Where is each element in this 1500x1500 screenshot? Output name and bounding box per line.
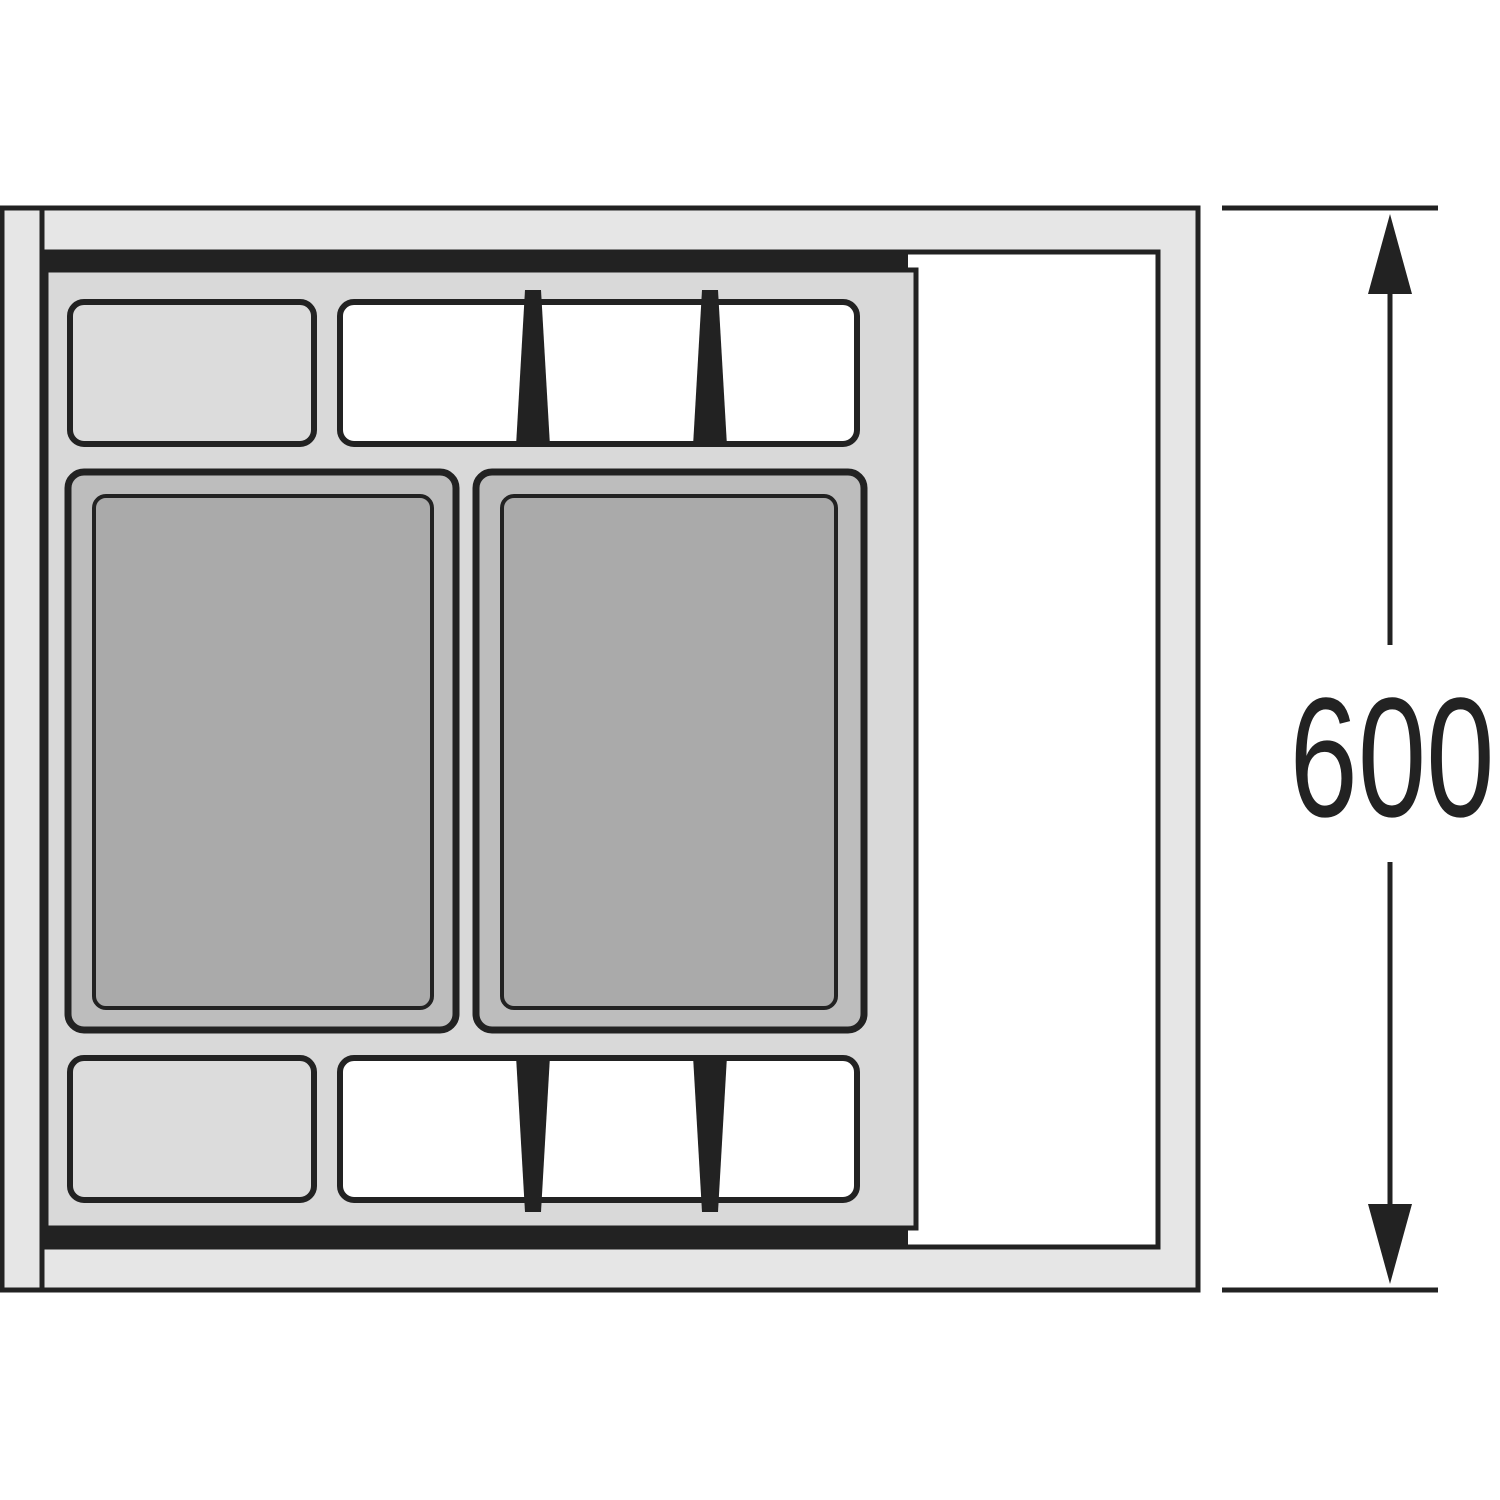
top-compartments	[67, 290, 860, 447]
top-cutlery-compartment	[337, 299, 860, 447]
bottom-divider-2	[693, 1056, 727, 1212]
dimension-arrow-up-icon	[1368, 214, 1412, 294]
height-dimension-label: 600	[1290, 663, 1495, 853]
bottom-divider-1	[516, 1056, 550, 1212]
right-bin-inner	[500, 494, 838, 1010]
bottom-left-compartment	[67, 1055, 317, 1203]
cabinet-left-panel	[0, 205, 45, 1293]
top-left-compartment	[67, 299, 317, 447]
left-bin	[64, 468, 460, 1034]
dimension-arrow-down-icon	[1368, 1204, 1412, 1284]
height-dimension: 600	[1222, 205, 1495, 1293]
bottom-runner	[42, 1228, 908, 1248]
top-divider-2	[693, 290, 727, 446]
top-divider-1	[516, 290, 550, 446]
left-bin-inner	[92, 494, 434, 1010]
bottom-cutlery-compartment	[337, 1055, 860, 1203]
bottom-compartments	[67, 1055, 860, 1212]
right-bin	[472, 468, 868, 1034]
top-runner	[42, 250, 908, 270]
